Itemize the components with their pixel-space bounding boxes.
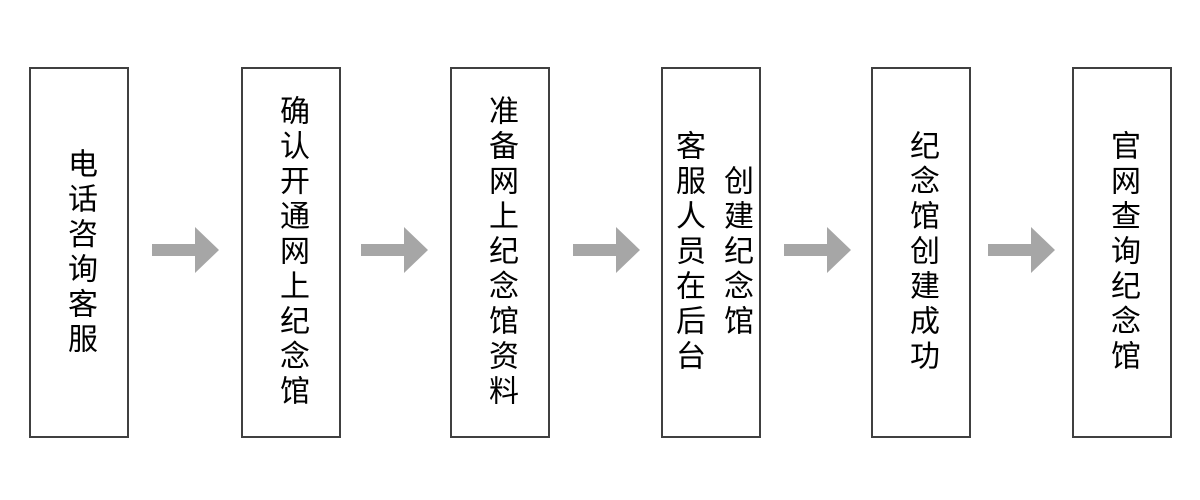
flow-step-backend-create-label: 客服人员在后台 创建纪念馆 [671,130,752,375]
right-arrow-icon [988,227,1055,273]
right-arrow-icon [573,227,640,273]
flow-step-create-success-label: 纪念馆创建成功 [905,130,938,375]
flow-step-confirm-open-label: 确认开通网上纪念馆 [275,95,308,410]
flow-step-backend-create: 客服人员在后台 创建纪念馆 [661,67,761,438]
flow-step-confirm-open: 确认开通网上纪念馆 [241,67,341,438]
flow-step-prepare-materials: 准备网上纪念馆资料 [450,67,550,438]
right-arrow-icon [361,227,428,273]
flow-step-website-query: 官网查询纪念馆 [1072,67,1172,438]
flow-step-website-query-label: 官网查询纪念馆 [1106,130,1139,375]
flow-step-create-success: 纪念馆创建成功 [871,67,971,438]
flow-step-phone-consult: 电话咨询客服 [29,67,129,438]
flow-step-phone-consult-label: 电话咨询客服 [63,147,96,358]
flow-step-prepare-materials-label: 准备网上纪念馆资料 [484,95,517,410]
right-arrow-icon [784,227,851,273]
right-arrow-icon [152,227,219,273]
